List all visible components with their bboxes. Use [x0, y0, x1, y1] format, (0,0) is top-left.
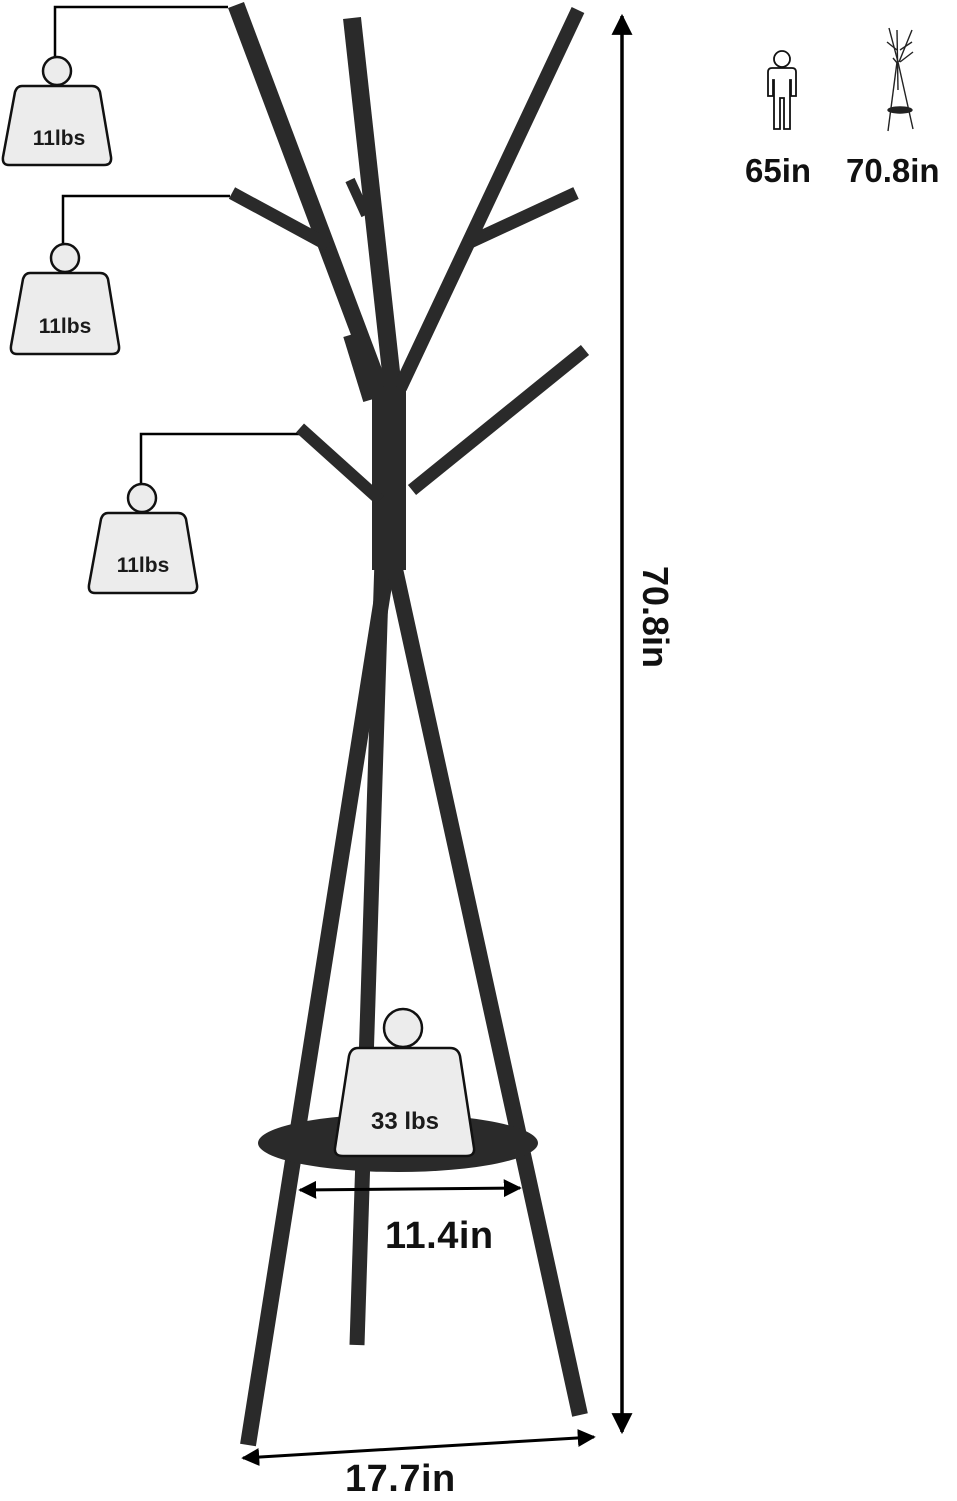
- shelf-dimension-line: [298, 1179, 522, 1199]
- weight-icon-3: [87, 482, 199, 595]
- hanger-lines: [53, 5, 300, 485]
- person-icon: [767, 50, 797, 130]
- person-height-label: 65in: [745, 152, 812, 189]
- weight-icon-shelf: [333, 1007, 476, 1158]
- weight-icon-2: [9, 242, 121, 356]
- weight-label-shelf: 33 lbs: [370, 1108, 440, 1135]
- base-dimension-line: [241, 1428, 596, 1467]
- height-dimension-label: 70.8in: [635, 565, 676, 669]
- weight-icon-1: [1, 55, 113, 167]
- rack-height-label: 70.8in: [846, 152, 940, 189]
- coat-rack-icon: [886, 27, 914, 132]
- shelf-dimension-label: 11.4in: [385, 1215, 494, 1257]
- weight-label-3: 11lbs: [116, 554, 170, 577]
- weight-label-2: 11lbs: [38, 315, 92, 338]
- coat-rack-frame: [228, 2, 590, 1447]
- base-dimension-label: 17.7in: [345, 1458, 456, 1500]
- weight-label-1: 11lbs: [32, 127, 86, 150]
